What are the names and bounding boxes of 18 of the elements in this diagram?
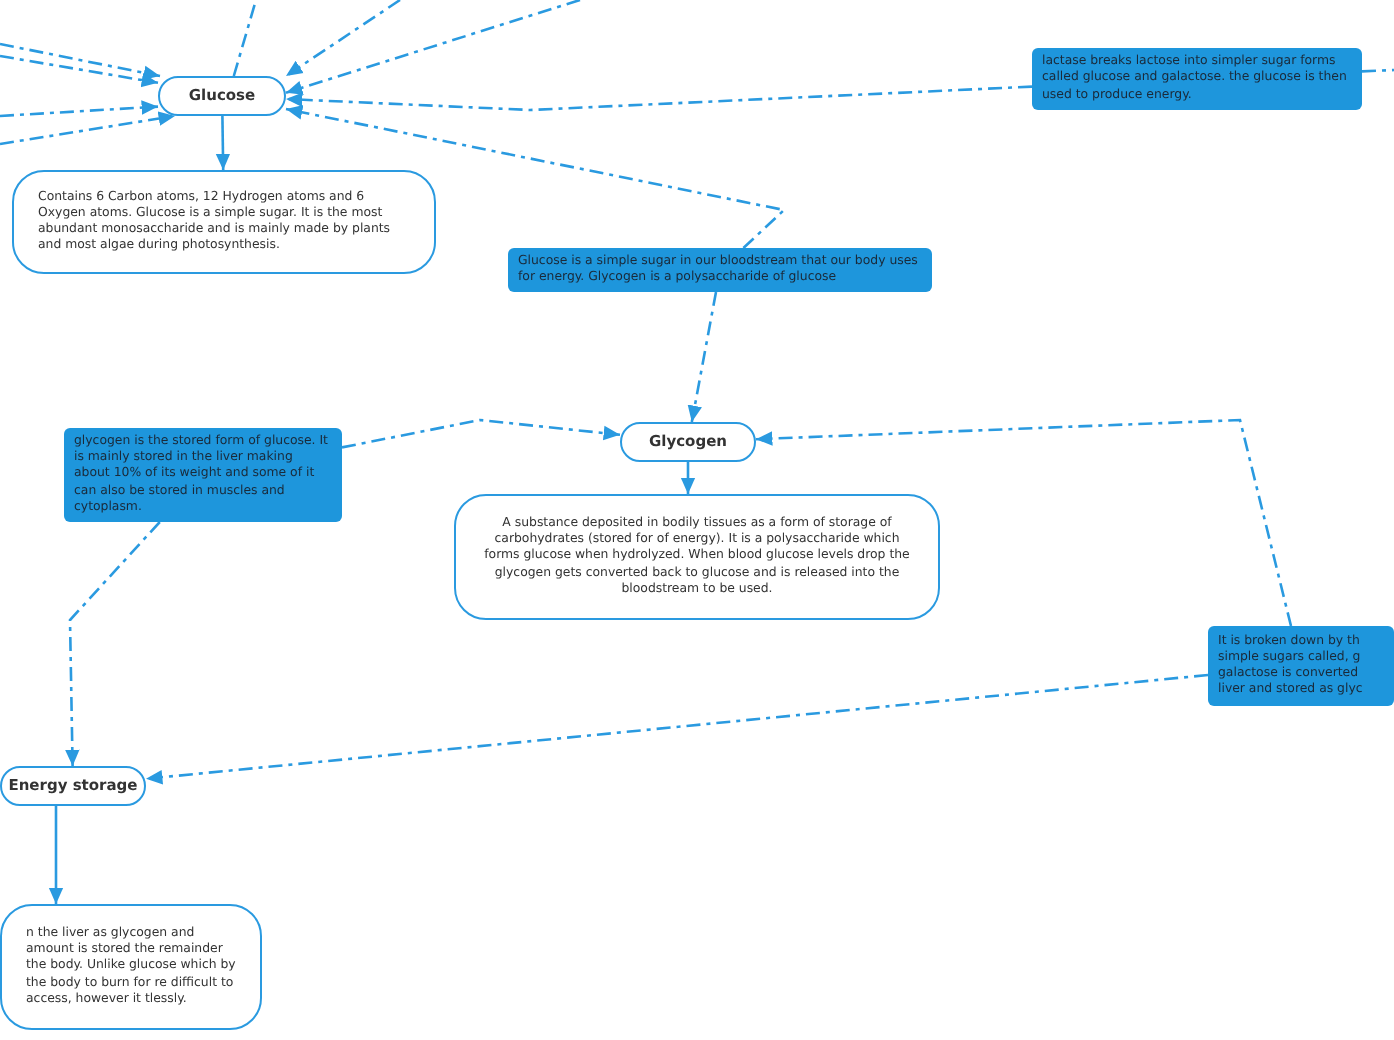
arrow — [145, 673, 1209, 785]
arrow — [680, 462, 696, 494]
arrow — [65, 521, 161, 767]
arrow — [285, 105, 787, 249]
arrow — [0, 100, 159, 118]
arrow — [755, 418, 1293, 627]
arrow — [285, 0, 401, 78]
connector-line — [232, 0, 258, 77]
arrow — [48, 806, 64, 904]
arrow — [0, 111, 176, 146]
arrow — [0, 42, 161, 80]
connector-line — [1361, 68, 1394, 73]
arrow — [215, 116, 231, 170]
arrow — [285, 0, 581, 95]
arrow — [341, 418, 621, 449]
arrow — [285, 85, 1033, 112]
arrow — [0, 54, 159, 88]
arrow — [687, 291, 718, 423]
